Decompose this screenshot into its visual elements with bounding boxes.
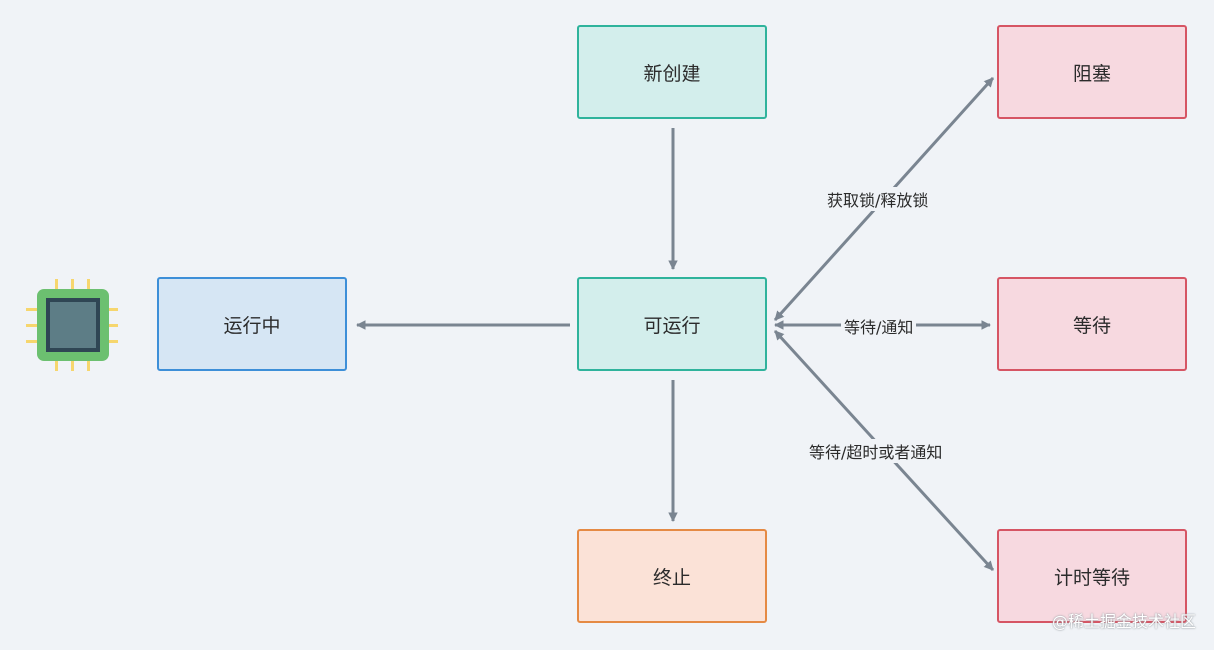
state-new: 新创建 <box>577 25 767 119</box>
state-runnable: 可运行 <box>577 277 767 371</box>
edge-label-timed: 等待/超时或者通知 <box>806 439 946 463</box>
cpu-chip-icon <box>26 279 122 375</box>
watermark: @稀土掘金技术社区 <box>1051 612 1196 631</box>
state-terminated: 终止 <box>577 529 767 623</box>
edge-label-lock: 获取锁/释放锁 <box>824 187 932 211</box>
state-timed-waiting: 计时等待 <box>997 529 1187 623</box>
edge-label-wait-notify: 等待/通知 <box>841 314 917 338</box>
state-waiting: 等待 <box>997 277 1187 371</box>
state-blocked: 阻塞 <box>997 25 1187 119</box>
state-running: 运行中 <box>157 277 347 371</box>
